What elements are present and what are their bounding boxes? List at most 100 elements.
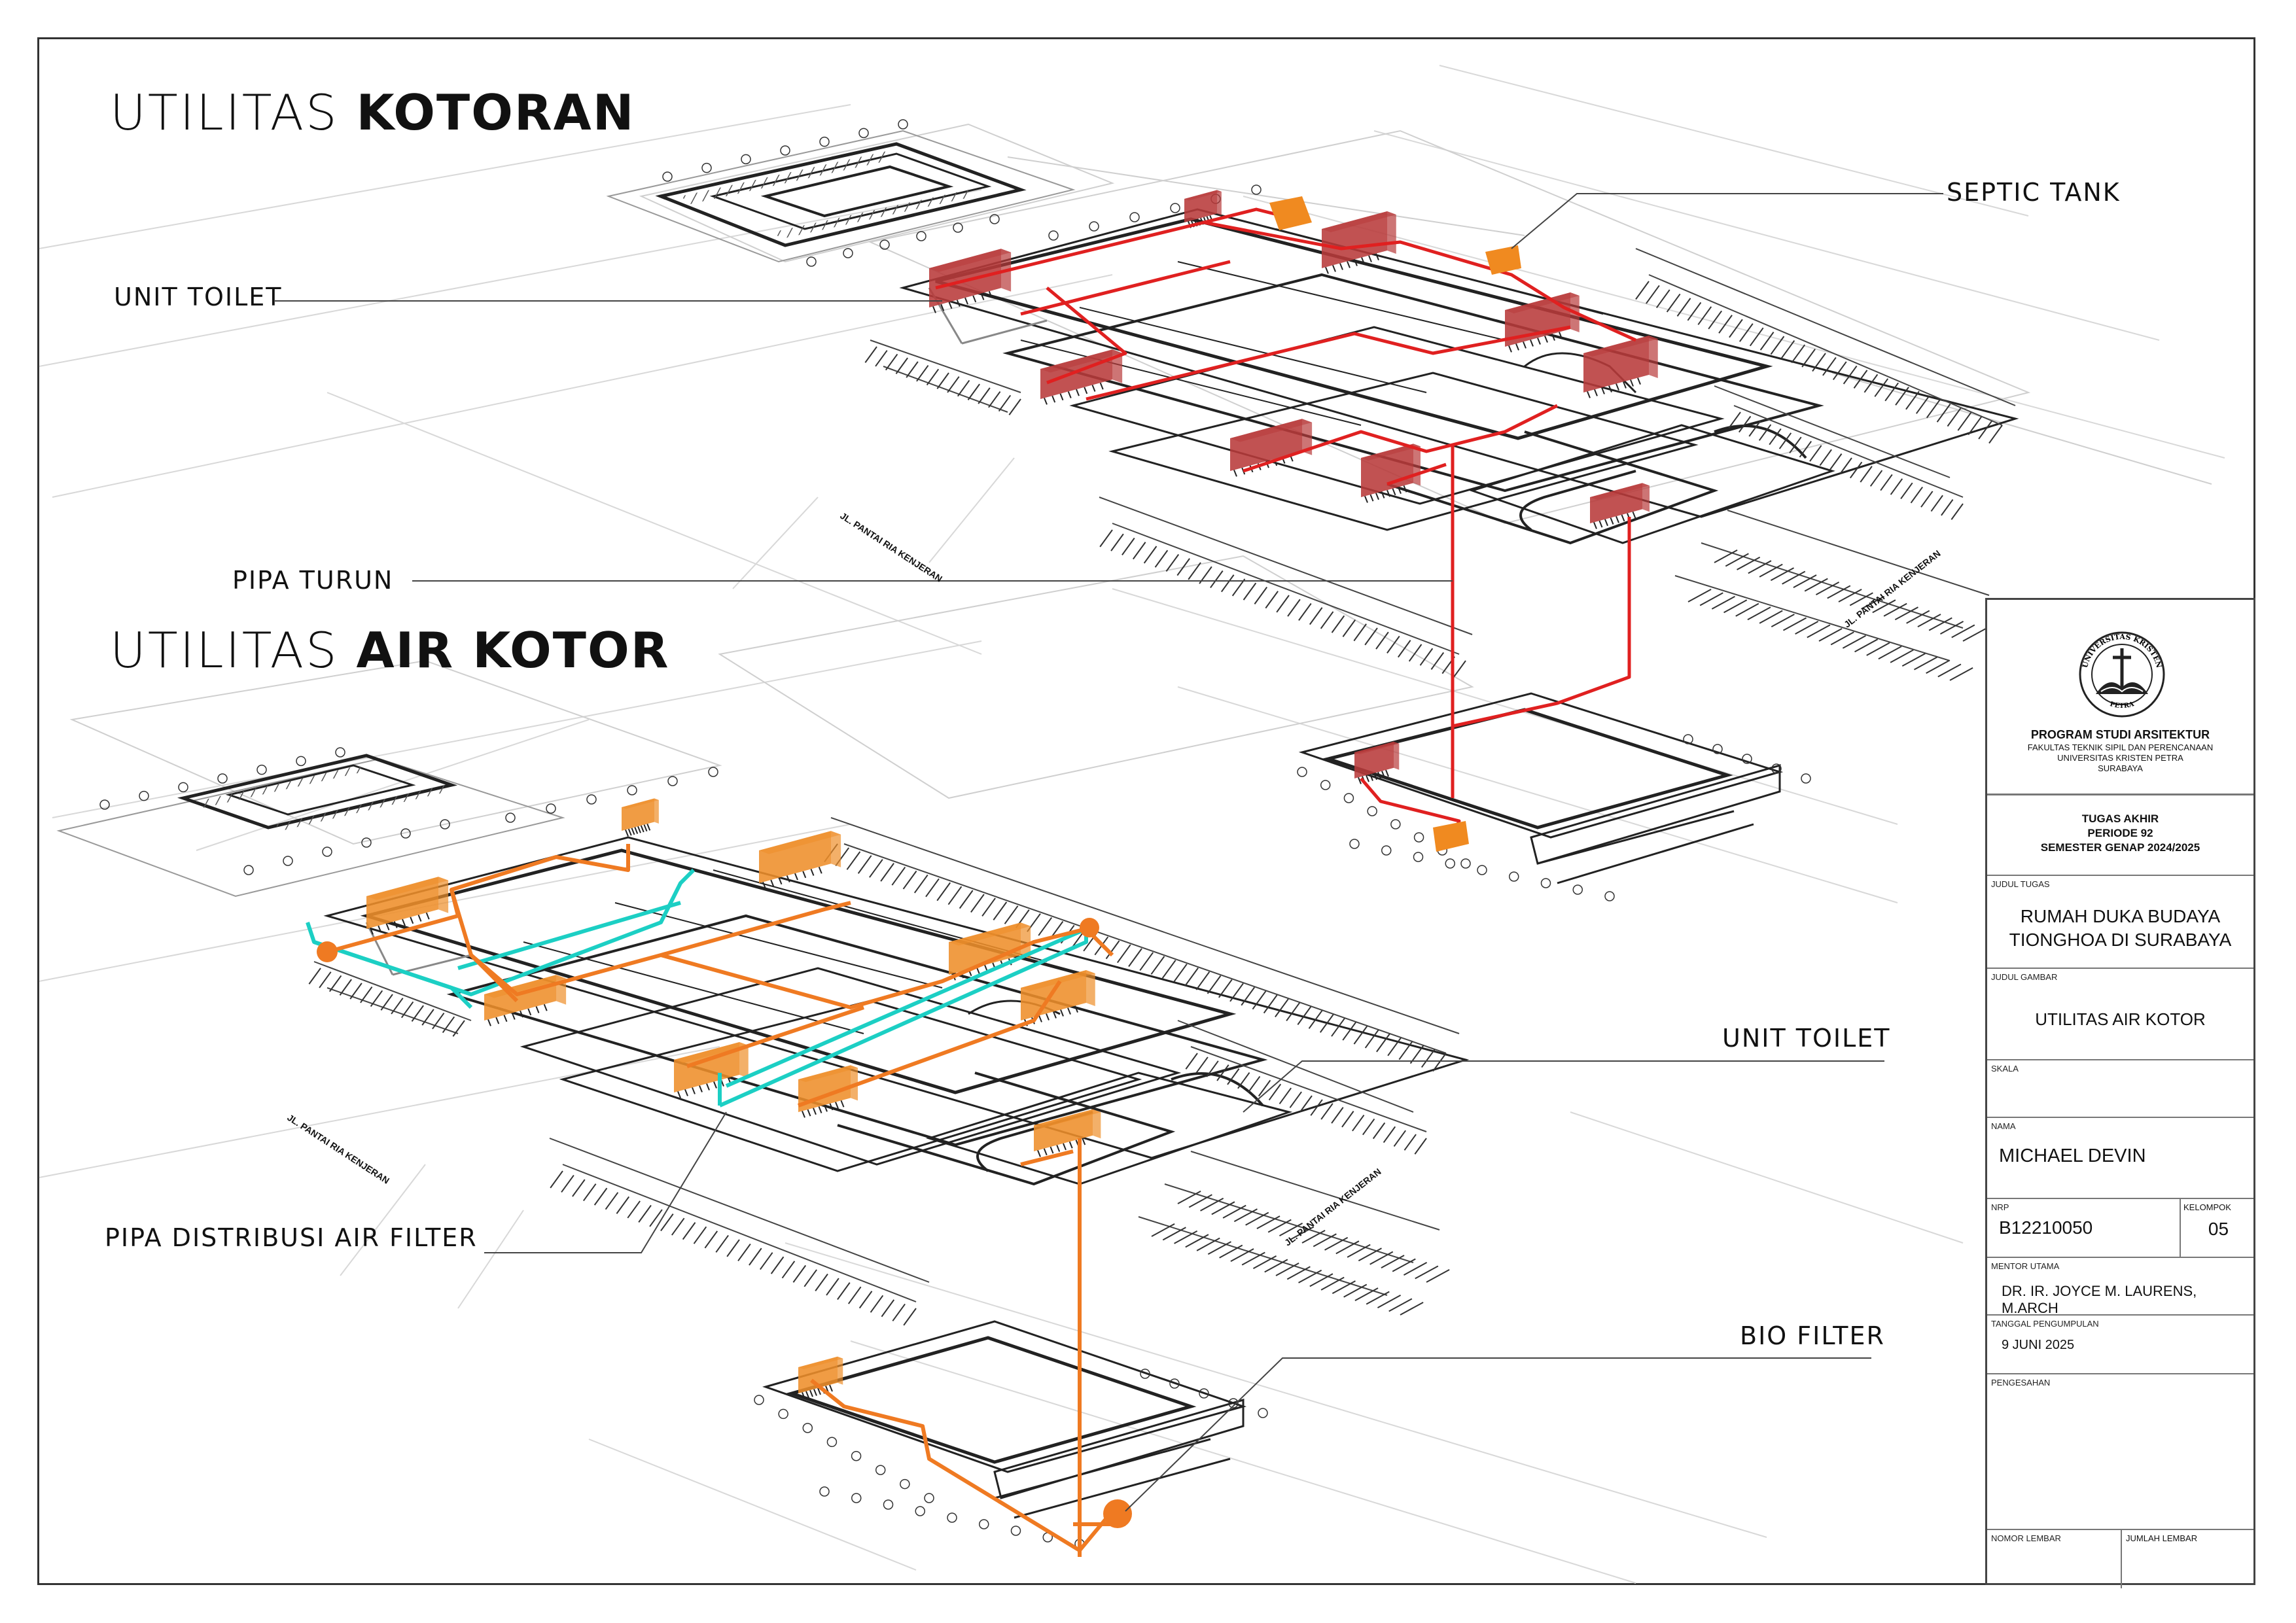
- fixture-mark: [1508, 345, 1512, 353]
- parking-stall-line: [1890, 649, 1914, 663]
- parking-stall-line: [1331, 1107, 1344, 1124]
- parking-stall-line: [1210, 570, 1224, 588]
- grid-bubble: [1460, 858, 1471, 869]
- parking-stall-line: [947, 886, 963, 905]
- service-building-bottom: [762, 1320, 1247, 1519]
- parking-stall-line: [1372, 1122, 1386, 1140]
- grid-bubble: [819, 136, 830, 147]
- parking-stall-line: [1769, 428, 1782, 445]
- fixture-mark: [402, 918, 406, 926]
- fixture-mark: [810, 869, 815, 876]
- parking-stall-line: [1230, 1248, 1254, 1263]
- parking-stall-line: [1827, 585, 1851, 599]
- parking-stall-line: [1386, 635, 1400, 654]
- parking-stall-line: [1666, 293, 1681, 313]
- parking-stall-line: [1404, 1134, 1417, 1151]
- grid-bubble: [898, 119, 908, 130]
- judul-gambar-section: JUDUL GAMBAR UTILITAS AIR KOTOR: [1987, 968, 2253, 1059]
- fixture-mark: [1063, 1143, 1067, 1151]
- fixture-mark: [818, 866, 822, 874]
- grid-bubble: [947, 1512, 957, 1523]
- fixture-mark: [1381, 771, 1385, 778]
- parking-stall-line: [1890, 478, 1903, 495]
- grid-bubble: [1297, 767, 1307, 777]
- fixture-mark: [1551, 334, 1555, 341]
- grid-bubble: [806, 256, 817, 267]
- grid-bubble: [1199, 1388, 1209, 1399]
- parking-stall-line: [1842, 635, 1866, 649]
- parking-stall-line: [704, 1230, 718, 1249]
- grid-bubble: [1445, 858, 1455, 869]
- heading-light: UTILITAS: [110, 621, 357, 679]
- grid-bubble: [1381, 845, 1392, 856]
- parking-stall-line: [1714, 549, 1738, 563]
- fixture-mark: [1099, 382, 1104, 390]
- fixture-mark: [770, 879, 775, 887]
- parking-stall-line: [1795, 621, 1819, 635]
- parking-stall-line: [682, 1222, 696, 1240]
- parking-stall-line: [1398, 1041, 1413, 1060]
- parking-stall-line: [360, 986, 373, 1003]
- parking-stall-line: [1256, 1215, 1280, 1230]
- fixture-mark: [1623, 381, 1627, 389]
- fixture-mark: [1373, 773, 1377, 780]
- parking-stall-line: [1863, 374, 1879, 393]
- parking-stall-line: [1381, 1255, 1405, 1269]
- parking-stall-line: [1917, 614, 1941, 628]
- parking-stall-line: [913, 874, 928, 894]
- fixture-mark: [1601, 387, 1605, 394]
- parking-stall-line: [1770, 567, 1794, 582]
- fixture-mark: [1594, 389, 1598, 396]
- skala-section: SKALA: [1987, 1059, 2253, 1117]
- parking-stall-line: [1319, 1014, 1334, 1033]
- parking-stall-line: [1254, 586, 1268, 604]
- parking-stall-line: [1188, 562, 1201, 580]
- parking-stall-line: [891, 866, 906, 886]
- parking-stall-line: [1860, 466, 1873, 483]
- parking-stall-line: [864, 346, 877, 363]
- fixture-mark: [627, 828, 632, 836]
- parking-stall-line: [1313, 1233, 1337, 1248]
- parking-stall-line: [1308, 1010, 1323, 1029]
- parking-stall-line: [638, 1204, 652, 1223]
- parking-stall-line: [1233, 1208, 1258, 1223]
- fixture-mark: [1233, 470, 1237, 477]
- parking-stall-line: [1414, 1138, 1427, 1155]
- parking-stall-line: [1267, 1219, 1292, 1233]
- fixture-mark: [1537, 338, 1541, 345]
- parking-stall-line: [1759, 610, 1783, 624]
- parking-stall-line: [1231, 578, 1246, 597]
- parking-stall-line: [858, 1291, 873, 1309]
- parking-stall-line: [1818, 627, 1843, 642]
- parking-stall-line: [660, 1213, 674, 1232]
- fixture-mark: [1593, 522, 1597, 529]
- parking-stall-line: [1453, 660, 1466, 678]
- fixture-mark: [543, 1003, 548, 1011]
- parking-stall-line: [1275, 1262, 1299, 1276]
- fixture-mark: [503, 1015, 508, 1022]
- parking-stall-line: [1408, 644, 1422, 662]
- parking-stall-line: [1331, 615, 1345, 633]
- jumlah-lembar-label: JUMLAH LEMBAR: [2126, 1533, 2198, 1543]
- parking-stall-line: [1185, 1234, 1209, 1248]
- fixture-mark: [1385, 769, 1389, 777]
- fixture-mark: [1354, 259, 1358, 266]
- heading-light: UTILITAS: [110, 84, 357, 141]
- fixture-mark: [829, 1103, 834, 1111]
- parking-stall-line: [1739, 323, 1754, 342]
- parking-stall-line: [1177, 1190, 1201, 1204]
- fixture-mark: [1044, 398, 1048, 405]
- fixture-mark: [378, 925, 382, 933]
- toilet-units-top: [929, 190, 1658, 784]
- fixture-mark: [1332, 265, 1336, 272]
- fixture-mark: [425, 912, 430, 920]
- parking-stall-line: [837, 1282, 851, 1300]
- parking-stall-line: [1812, 353, 1826, 372]
- city-name: SURABAYA: [2098, 763, 2143, 773]
- fixture-mark: [1398, 487, 1402, 494]
- parking-stall-line: [1388, 1298, 1413, 1312]
- toilet-unit: [484, 975, 567, 1026]
- grid-bubble: [1742, 754, 1752, 764]
- parking-stall-line: [1243, 582, 1257, 601]
- toilet-unit: [1505, 292, 1580, 353]
